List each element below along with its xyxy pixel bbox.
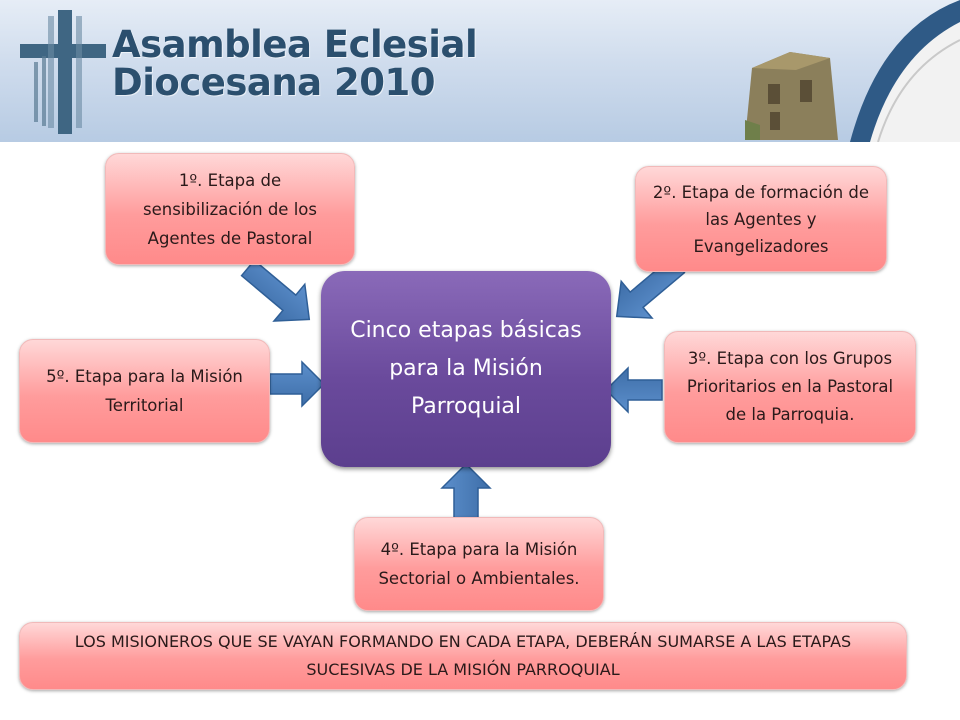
arrow-stage-3 xyxy=(604,366,663,414)
page-title: Asamblea Eclesial Diocesana 2010 xyxy=(112,23,478,104)
title-line-2: Diocesana 2010 xyxy=(112,61,436,104)
header-decoration xyxy=(20,0,960,142)
arrow-stage-5 xyxy=(269,360,326,408)
title-line-1: Asamblea Eclesial xyxy=(112,23,478,66)
stage-5-text: 5º. Etapa para la Misión Territorial xyxy=(46,367,243,415)
stage-4-box: 4º. Etapa para la Misión Sectorial o Amb… xyxy=(354,517,604,611)
footer-note-box: LOS MISIONEROS QUE SE VAYAN FORMANDO EN … xyxy=(19,622,907,690)
arrow-stage-4 xyxy=(440,462,492,519)
central-topic: Cinco etapas básicas para la Misión Parr… xyxy=(321,271,611,467)
header-banner: Asamblea Eclesial Diocesana 2010 xyxy=(0,0,960,142)
stage-5-box: 5º. Etapa para la Misión Territorial xyxy=(19,339,270,443)
stage-2-box: 2º. Etapa de formación de las Agentes y … xyxy=(635,166,887,272)
stage-2-text: 2º. Etapa de formación de las Agentes y … xyxy=(652,182,870,256)
arrow-stage-1 xyxy=(240,259,311,322)
church-tower-icon xyxy=(745,52,838,140)
stage-1-text: 1º. Etapa de sensibilización de los Agen… xyxy=(143,170,317,248)
roof-arc-icon xyxy=(850,0,960,142)
central-topic-text: Cinco etapas básicas para la Misión Parr… xyxy=(350,318,582,419)
stage-3-text: 3º. Etapa con los Grupos Prioritarios en… xyxy=(686,349,894,424)
cross-logo-icon xyxy=(20,10,106,134)
stage-1-box: 1º. Etapa de sensibilización de los Agen… xyxy=(105,153,355,265)
stage-3-box: 3º. Etapa con los Grupos Prioritarios en… xyxy=(664,331,916,443)
footer-note-text: LOS MISIONEROS QUE SE VAYAN FORMANDO EN … xyxy=(74,632,852,679)
stage-4-text: 4º. Etapa para la Misión Sectorial o Amb… xyxy=(378,540,580,588)
